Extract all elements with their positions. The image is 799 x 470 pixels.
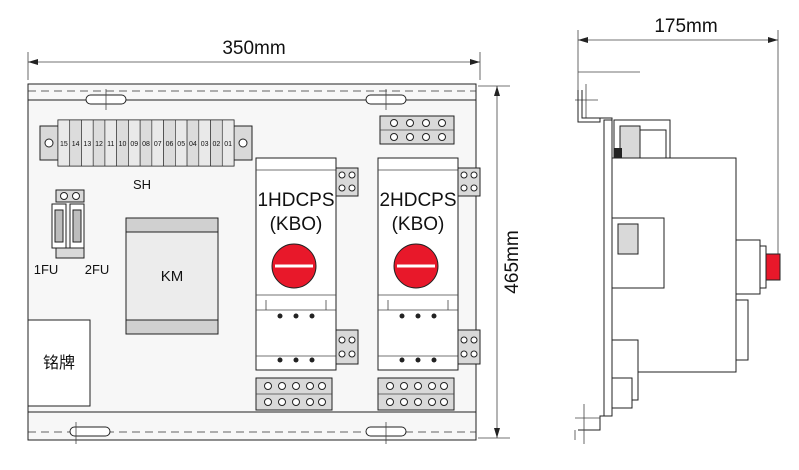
switch-2-sub: (KBO) [392,214,445,235]
terminal-block-top-right [379,115,455,145]
sh-terminal-number: 09 [130,141,138,148]
sh-terminal-number: 12 [95,141,103,148]
sh-terminal-number: 02 [213,141,221,148]
sh-terminal-number: 04 [189,141,197,148]
height-label: 465mm [502,230,523,293]
sh-terminal-cell [221,119,235,167]
km-label: KM [161,268,184,285]
sh-terminal-number: 14 [72,141,80,148]
switch-1hdcps: 1HDCPS (KBO) [255,157,359,371]
fuse-1fu-label: 1FU [34,262,59,277]
switch-2-name: 2HDCPS [379,190,456,211]
sh-terminal-number: 11 [107,141,114,148]
width-dimension: 350mm [27,38,481,80]
switch-1-name: 1HDCPS [257,190,334,211]
sh-terminal-number: 01 [224,141,232,148]
sh-terminal-number: 05 [177,141,185,148]
nameplate: 铭牌 [27,319,91,407]
terminal-block-bottom-left [255,377,333,411]
side-view: 175mm [574,16,781,444]
sh-terminal-number: 15 [60,141,68,148]
sh-terminal-number: 08 [142,141,150,148]
mounting-slots [69,89,407,444]
front-view: 350mm 465mm [27,38,523,444]
terminal-block-bottom-right [377,377,455,411]
sh-terminal-number: 06 [166,141,174,148]
sh-terminal-number: 13 [83,141,91,148]
switch-2hdcps: 2HDCPS (KBO) [377,157,481,371]
sh-terminal-number: 03 [201,141,209,148]
depth-label: 175mm [654,16,717,37]
side-knob [765,253,781,281]
height-dimension: 465mm [478,85,523,439]
sh-terminal-number: 07 [154,141,162,148]
depth-dimension: 175mm [577,16,779,270]
fuse-2fu-label: 2FU [85,262,110,277]
side-switch-body [611,157,781,401]
contactor-km: KM [125,217,219,335]
width-label: 350mm [222,38,285,59]
nameplate-label: 铭牌 [43,354,75,372]
fuse-holders: 1FU 2FU [34,189,110,277]
switch-1-sub: (KBO) [270,214,323,235]
sh-label: SH [133,177,151,192]
sh-terminal-number: 10 [119,141,127,148]
